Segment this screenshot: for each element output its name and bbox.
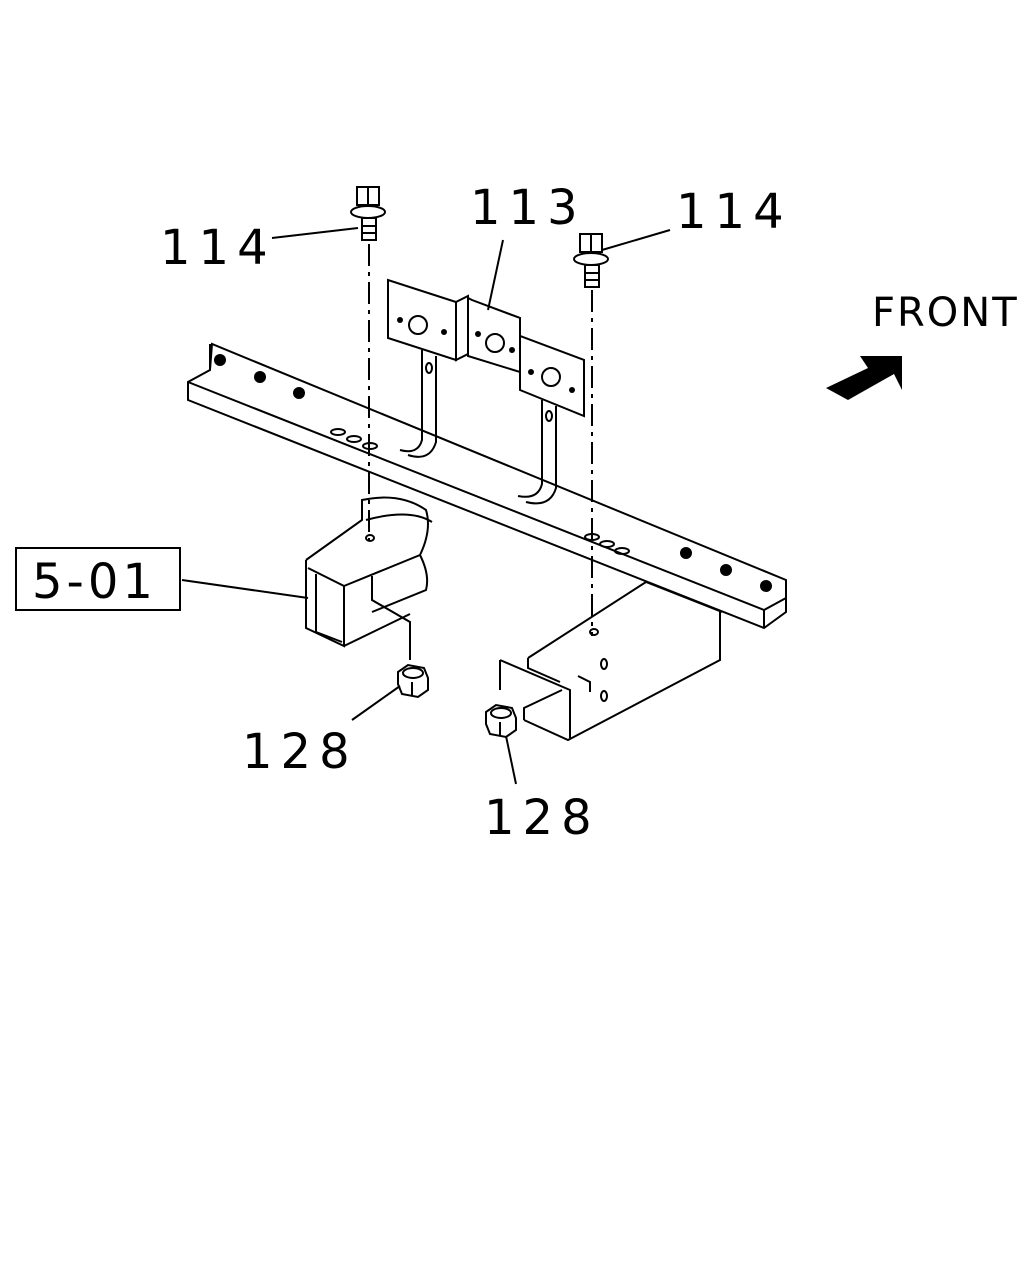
leader-bolt-right bbox=[601, 229, 671, 251]
rail-hole bbox=[720, 564, 732, 576]
callout-114-right: 114 bbox=[676, 184, 792, 240]
cross-rail bbox=[187, 342, 787, 630]
frame-channel-right bbox=[499, 580, 723, 742]
leader-nut-left bbox=[351, 685, 401, 721]
rail-hole bbox=[214, 354, 226, 366]
reference-box[interactable]: 5-01 bbox=[15, 547, 181, 611]
rail-hole bbox=[293, 387, 305, 399]
callout-114-left: 114 bbox=[160, 220, 276, 276]
rail-hole bbox=[254, 371, 266, 383]
callout-113: 113 bbox=[470, 180, 586, 236]
callout-128-right: 128 bbox=[484, 790, 600, 846]
rail-hole bbox=[760, 580, 772, 592]
leader-nut-right bbox=[505, 735, 517, 785]
front-label: FRONT bbox=[872, 290, 1019, 336]
rail-hole bbox=[680, 547, 692, 559]
front-arrow-icon bbox=[826, 356, 902, 400]
frame-channel-left bbox=[305, 496, 433, 660]
leader-bolt-left bbox=[271, 227, 359, 239]
hex-nut-left bbox=[397, 663, 429, 699]
hex-nut-right bbox=[485, 703, 517, 739]
flange-bolt-right bbox=[573, 233, 609, 288]
leader-bracket bbox=[487, 239, 504, 311]
leader-reference bbox=[181, 579, 309, 599]
flange-bolt-left bbox=[350, 186, 386, 241]
callout-128-left: 128 bbox=[242, 724, 358, 780]
mounting-bracket bbox=[387, 278, 585, 505]
reference-label: 5-01 bbox=[32, 554, 157, 610]
